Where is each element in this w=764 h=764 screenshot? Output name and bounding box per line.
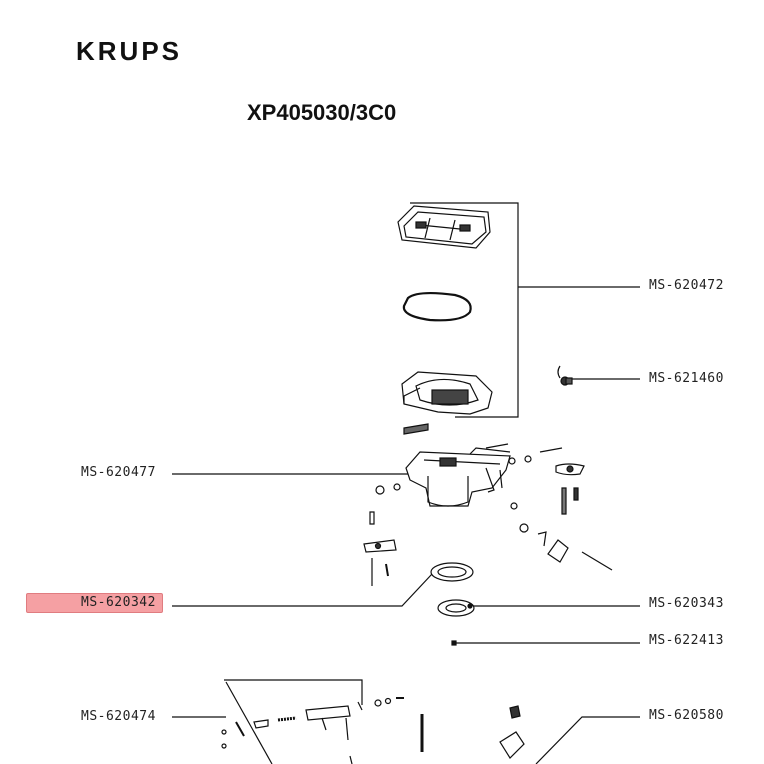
left-bracket-parts (363, 539, 397, 586)
sensor-part (557, 365, 573, 386)
part-label-ms-620474[interactable]: MS-620474 (81, 709, 156, 724)
clip-part (403, 423, 429, 435)
part-label-ms-622413[interactable]: MS-622413 (649, 633, 724, 648)
part-label-ms-620477[interactable]: MS-620477 (81, 465, 156, 480)
right-bracket-parts (547, 463, 613, 571)
main-body-part (405, 447, 511, 507)
part-label-ms-620580[interactable]: MS-620580 (649, 708, 724, 723)
pin-part (451, 640, 457, 646)
base-plate-part (401, 371, 493, 415)
part-label-ms-621460[interactable]: MS-621460 (649, 371, 724, 386)
part-label-ms-620472[interactable]: MS-620472 (649, 278, 724, 293)
leader-lines (172, 202, 640, 764)
part-label-ms-620343[interactable]: MS-620343 (649, 596, 724, 611)
gasket-ring-part (402, 291, 472, 322)
model-title: XP405030/3C0 (247, 100, 397, 125)
seal-ring-part (430, 562, 474, 582)
brand-logo: KRUPS (76, 36, 183, 66)
top-cover-part (397, 205, 491, 249)
small-fittings (369, 443, 563, 547)
part-label-ms-620342[interactable]: MS-620342 (26, 593, 163, 613)
lower-assembly-parts (221, 697, 525, 764)
disk-part (437, 599, 475, 617)
